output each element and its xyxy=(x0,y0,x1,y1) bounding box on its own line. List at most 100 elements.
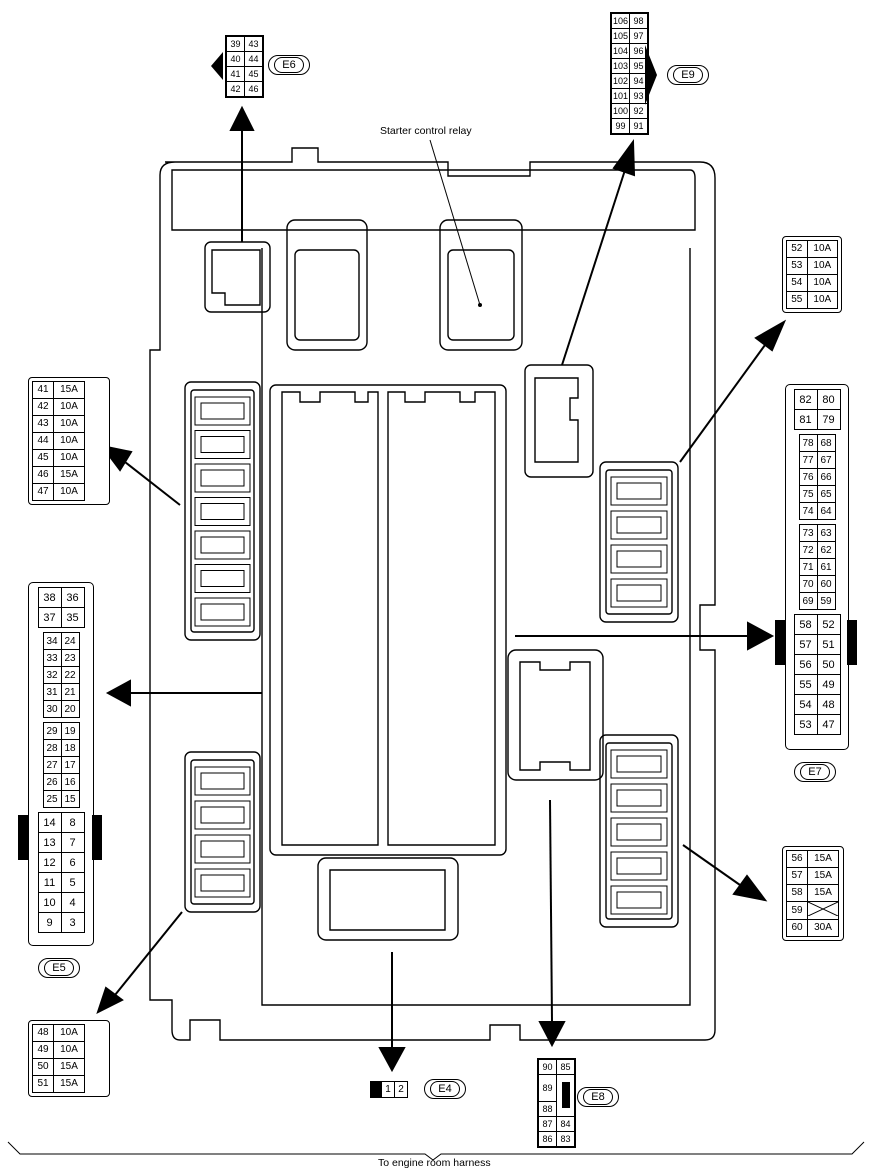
fuse-rating: 10A xyxy=(53,483,85,501)
fuse-rating: 10A xyxy=(53,449,85,467)
pin-number: 90 xyxy=(538,1059,557,1075)
pin-number: 38 xyxy=(37,587,62,608)
pin-number: 80 xyxy=(816,389,841,410)
pin-number: 75 xyxy=(798,485,818,503)
fuse-rating: 15A xyxy=(53,1075,85,1093)
fuse-slot-inner xyxy=(200,570,245,587)
fuse-number: 58 xyxy=(786,884,808,902)
e6-latch xyxy=(211,52,223,80)
fuse-slot-inner xyxy=(200,840,245,858)
fuse-number: 53 xyxy=(786,257,808,275)
fuse-number: 51 xyxy=(32,1075,54,1093)
pin-number: 15 xyxy=(60,790,80,808)
fuse-number: 48 xyxy=(32,1024,54,1042)
fuse-slot xyxy=(610,578,668,608)
main-connector-frame xyxy=(269,384,507,856)
fuse-rating: 10A xyxy=(53,415,85,433)
pin-number: 3 xyxy=(60,912,85,933)
fuse-slot xyxy=(610,749,668,779)
e4-blank-pin xyxy=(371,1082,381,1097)
fuse-block-housing xyxy=(149,147,716,1041)
e4-connector-socket xyxy=(317,857,459,941)
fuse-rating: 15A xyxy=(807,850,839,868)
e5-tag: E5 xyxy=(38,958,80,978)
pin-number: 21 xyxy=(60,683,80,701)
fuse-slot-inner xyxy=(200,436,245,453)
pin-number: 22 xyxy=(60,666,80,684)
e9-latch xyxy=(645,45,657,105)
pin-number: 51 xyxy=(816,634,841,655)
pin-number: 84 xyxy=(556,1115,575,1132)
fuse-slot-inner xyxy=(200,536,245,554)
pin-number: 53 xyxy=(793,714,818,735)
pin-number: 98 xyxy=(629,13,648,29)
pin-number: 68 xyxy=(816,434,836,452)
fuse-slot-inner xyxy=(616,789,662,807)
pin-number: 29 xyxy=(42,722,62,740)
pin-number: 8 xyxy=(60,812,85,833)
pin-number: 106 xyxy=(611,13,630,29)
pin-number: 28 xyxy=(42,739,62,757)
fuse-slot-inner xyxy=(616,482,662,500)
fuse-rating: 15A xyxy=(53,466,85,484)
pin-number: 9 xyxy=(37,912,62,933)
e5-latch xyxy=(18,815,28,860)
fuse-rating: 10A xyxy=(53,398,85,416)
fuse-rating: 10A xyxy=(53,1024,85,1042)
fuse-slot xyxy=(194,497,251,526)
e9-connector-socket xyxy=(524,364,594,478)
fuse-slot-inner xyxy=(200,402,245,420)
arrow-to-right-upper-fuses xyxy=(754,319,787,352)
pin-blank xyxy=(556,1074,575,1108)
fuse-slot xyxy=(194,868,251,898)
fuse-number: 46 xyxy=(32,466,54,484)
pin-number: 61 xyxy=(816,558,836,576)
fuse-slot xyxy=(610,885,668,915)
fuse-slot xyxy=(194,800,251,830)
fuse-row: 59 xyxy=(786,901,839,920)
fuse-number: 44 xyxy=(32,432,54,450)
fuse-rating: 30A xyxy=(807,919,839,937)
arrow-to-e5 xyxy=(105,679,131,707)
arrow-to-left-lower-fuses xyxy=(96,986,124,1014)
fuse-slot-inner xyxy=(200,603,245,621)
pin-number: 12 xyxy=(37,852,62,873)
pin-number: 79 xyxy=(816,409,841,430)
fuse-slot-inner xyxy=(200,503,245,520)
pin-number: 87 xyxy=(538,1115,557,1132)
pin-number: 58 xyxy=(793,614,818,635)
pin-number: 65 xyxy=(816,485,836,503)
fuse-slot xyxy=(610,544,668,574)
fuse-slot xyxy=(610,476,668,506)
pin-number: 86 xyxy=(538,1130,557,1147)
fuse-number: 43 xyxy=(32,415,54,433)
pin-number: 44 xyxy=(244,51,263,67)
fuse-slot xyxy=(194,597,251,627)
e7-latch-right xyxy=(847,620,857,665)
pin-number: 13 xyxy=(37,832,62,853)
relay-socket xyxy=(286,219,368,351)
pin-number: 46 xyxy=(244,81,263,97)
